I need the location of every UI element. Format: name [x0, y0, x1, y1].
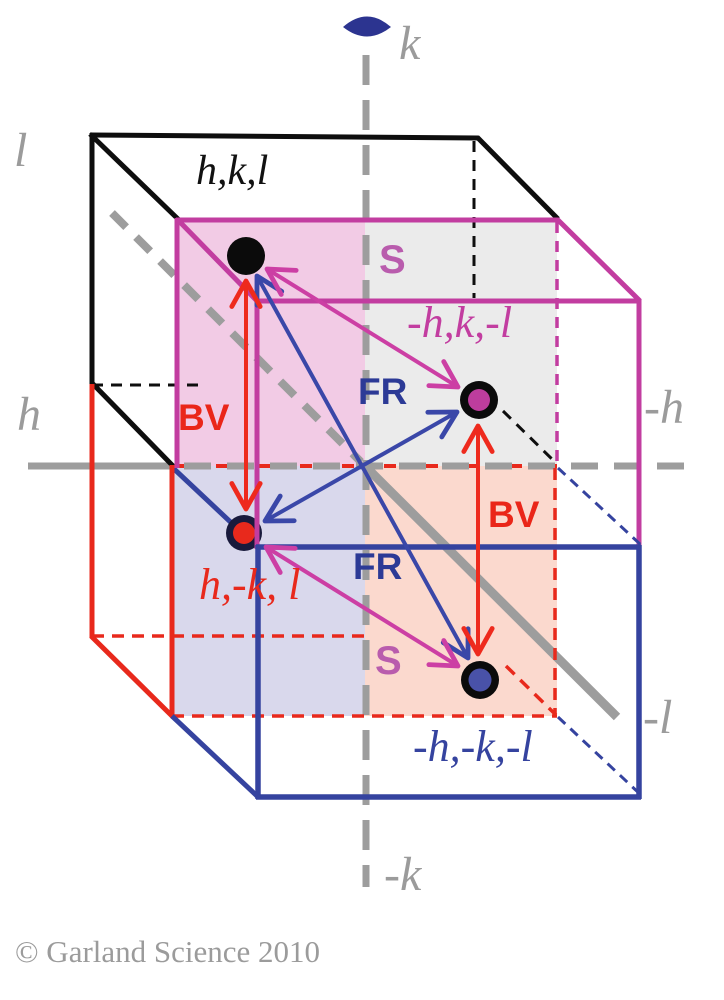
red-cube-edges	[89, 384, 175, 719]
axis-label-minus-k: -k	[384, 848, 422, 901]
black-cube-edges	[88, 132, 560, 468]
reflection-dot-h-minus-k-l	[170, 465, 262, 551]
axis-label-l: l	[14, 124, 28, 177]
reflection-label-h-minus-k-l: h,-k, l	[199, 560, 301, 609]
blue-cube-hidden-edges	[556, 466, 643, 797]
symmetry-label-bottom: S	[375, 639, 402, 683]
symmetry-arrow-top	[264, 266, 461, 390]
reflection-label-minus-h-k-minus-l: -h,k,-l	[407, 298, 513, 347]
axis-label-minus-l: -l	[643, 691, 673, 744]
reflection-dot-minus-h-k-minus-l	[468, 389, 490, 411]
reflection-label-hkl: h,k,l	[196, 148, 269, 194]
copyright-notice: © Garland Science 2010	[15, 934, 321, 969]
eye-icon	[343, 16, 391, 37]
reflection-label-minus-h-minus-k-minus-l: -h,-k,-l	[413, 722, 533, 771]
symmetry-arrow-bottom	[263, 544, 461, 669]
reflection-dot-hkl	[227, 237, 265, 275]
symmetry-label-top: S	[379, 238, 406, 282]
bijvoet-label-left: BV	[178, 397, 230, 438]
axis-label-k: k	[399, 17, 421, 70]
bijvoet-label-right: BV	[488, 494, 540, 535]
friedel-arrow-symmetry-mates	[262, 409, 460, 524]
reflection-dot-minus-h-minus-k-minus-l	[468, 668, 492, 692]
reflection-dots	[227, 237, 499, 699]
friedel-label-top: FR	[358, 371, 408, 412]
axis-label-h: h	[17, 388, 41, 441]
friedel-label-bottom: FR	[353, 546, 403, 587]
axis-label-minus-h: -h	[644, 381, 684, 434]
relationship-arrows	[229, 266, 495, 669]
